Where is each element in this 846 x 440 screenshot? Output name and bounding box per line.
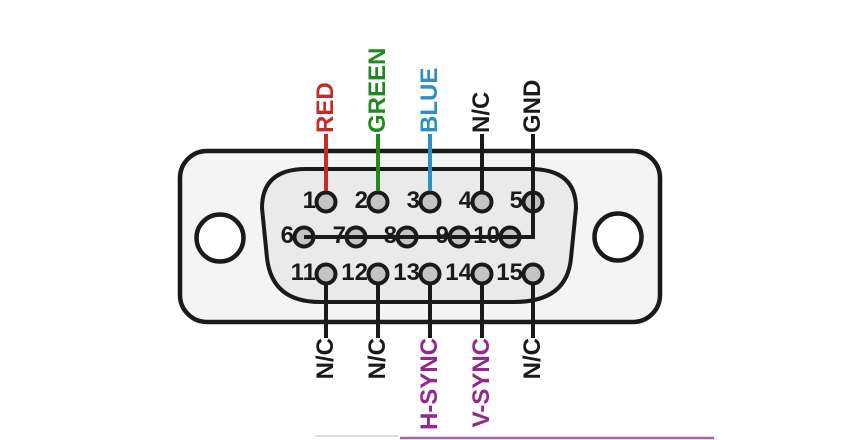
- pin-number-11: 11: [291, 259, 316, 286]
- screw-hole-left-icon: [194, 212, 246, 264]
- screw-hole-right-icon: [592, 211, 644, 263]
- pin-15-contact: [521, 262, 545, 286]
- pin-3-contact: [418, 190, 442, 214]
- pin-11-contact: [314, 262, 338, 286]
- pin-number-7: 7: [333, 222, 346, 249]
- pin-4-contact: [470, 190, 494, 214]
- pin-number-9: 9: [436, 222, 449, 249]
- pin-12-contact: [366, 262, 390, 286]
- pin-number-8: 8: [384, 222, 397, 249]
- label-nc-pin12: N/C: [364, 338, 391, 380]
- pin-13-contact: [418, 262, 442, 286]
- label-nc-pin11: N/C: [312, 338, 339, 380]
- label-nc-pin15: N/C: [519, 338, 546, 380]
- pin-number-15: 15: [496, 259, 523, 286]
- pin-number-2: 2: [355, 187, 368, 214]
- label-gnd: GND: [519, 79, 546, 133]
- pin-number-13: 13: [393, 259, 420, 286]
- pin-number-1: 1: [303, 187, 316, 214]
- pin-number-3: 3: [407, 187, 420, 214]
- pin-number-10: 10: [473, 222, 500, 249]
- pin-number-5: 5: [510, 187, 523, 214]
- label-vsync: V-SYNC: [468, 338, 495, 428]
- label-hsync: H-SYNC: [416, 338, 443, 431]
- label-red: RED: [312, 82, 339, 133]
- pin-number-14: 14: [445, 259, 472, 286]
- pin-14-contact: [470, 262, 494, 286]
- label-green: GREEN: [364, 47, 391, 133]
- label-nc-pin4: N/C: [468, 91, 495, 133]
- pin-number-4: 4: [459, 187, 473, 214]
- pin-number-12: 12: [341, 259, 368, 286]
- pin-2-contact: [366, 190, 390, 214]
- gnd-bus-line: [304, 134, 535, 239]
- label-blue: BLUE: [416, 67, 443, 133]
- pin-1-contact: [314, 190, 338, 214]
- pin-number-6: 6: [281, 222, 294, 249]
